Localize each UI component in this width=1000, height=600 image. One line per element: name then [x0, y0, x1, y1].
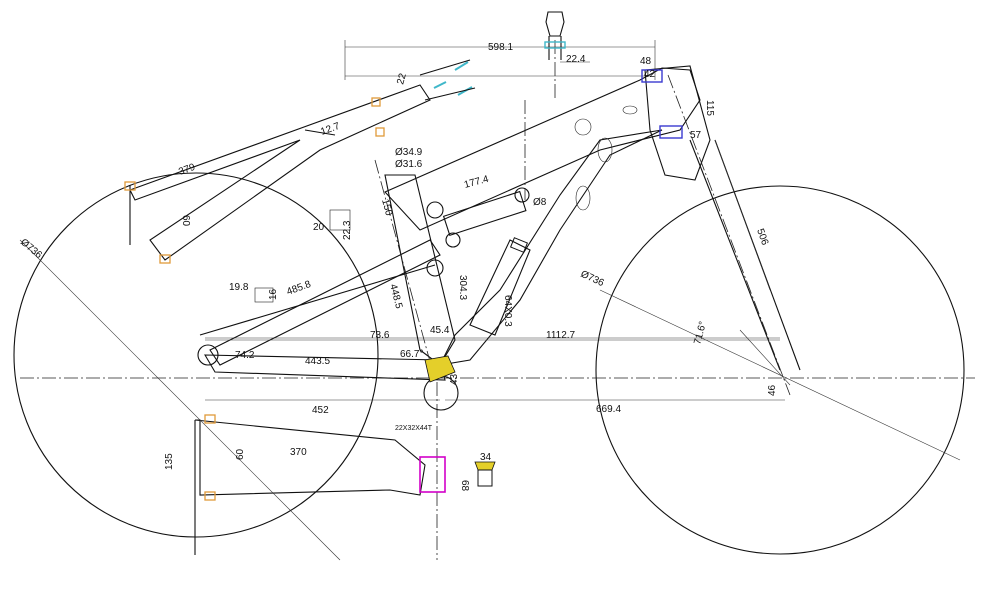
seat-clamp-cyan	[544, 41, 566, 49]
dim-506: 506	[754, 227, 770, 247]
headset-top-blue	[641, 69, 663, 83]
headset-bottom-blue	[659, 125, 683, 139]
head-tube	[644, 65, 711, 181]
dim-34: 34	[480, 452, 492, 463]
seatstay-topview	[129, 84, 431, 261]
dim-485-8: 485.8	[285, 279, 313, 298]
water-bottle	[469, 239, 531, 336]
dim-43: 43	[449, 373, 460, 385]
dim-22-3: 22.3	[342, 220, 353, 240]
dim-74-2: 74.2	[235, 350, 255, 361]
cs-bb-yellow	[474, 461, 496, 471]
dim-22-4: 22.4	[566, 54, 586, 65]
frame-hole-4	[622, 105, 638, 115]
dim-304-3: 304.3	[457, 275, 468, 300]
lower-pivot	[426, 259, 444, 277]
dim-57: 57	[690, 130, 702, 141]
dim-60-top: 60	[180, 215, 191, 227]
dim-48: 48	[640, 56, 652, 67]
dim-dia-8: Ø8	[533, 197, 547, 208]
seat-tube	[384, 174, 456, 366]
rear-axle	[197, 344, 219, 366]
dim-dia-31-6: Ø31.6	[395, 159, 423, 170]
dim-443-5: 443.5	[305, 356, 330, 367]
dim-dia-736-right: Ø736	[579, 269, 606, 289]
dim-19-8: 19.8	[229, 282, 249, 293]
rocker-pivot	[426, 201, 444, 219]
rear-wheel	[13, 172, 379, 538]
fork-length-dim	[714, 139, 771, 291]
dim-115: 115	[704, 100, 715, 116]
dim-12-7: 12.7	[319, 121, 341, 138]
dim-42: 42	[644, 69, 656, 80]
ss-orange-4	[375, 127, 385, 137]
dim-68: 68	[459, 480, 470, 492]
cs-bb-magenta	[419, 456, 446, 493]
cs-bb-cup	[477, 469, 493, 487]
dim-20: 20	[313, 222, 325, 233]
ss-cyan-1	[454, 61, 469, 71]
tube-box-20	[329, 209, 351, 231]
shock-mount-bottom	[445, 232, 461, 248]
shock-mount-top	[514, 187, 530, 203]
dim-16: 16	[268, 288, 279, 300]
dim-177-4: 177.4	[463, 174, 490, 191]
bottle-cap	[509, 237, 529, 253]
chainstay-topview	[194, 419, 426, 496]
dim-669-4: 669.4	[596, 404, 621, 415]
rear-shock	[442, 190, 527, 237]
tube-box-16	[254, 287, 274, 303]
frame-hole-1	[574, 118, 592, 136]
dim-448-5: 448.5	[387, 283, 404, 310]
dim-71-6: 71.6°	[692, 320, 709, 346]
rear-wheel-diag	[19, 239, 341, 561]
ss-link-1	[419, 59, 471, 76]
dim-46: 46	[767, 384, 778, 396]
bb-shell-yellow	[424, 355, 456, 383]
steering-axis	[667, 74, 791, 396]
cs-dropout-orange-1	[204, 414, 216, 424]
ss-cyan-3	[433, 81, 447, 89]
reach-diag-dim	[599, 289, 961, 461]
ss-orange-3	[371, 97, 381, 107]
saddle-icon	[545, 11, 565, 37]
cs-dropout-orange-2	[204, 491, 216, 501]
chain-stay	[204, 354, 446, 381]
dim-379: 379	[177, 162, 197, 178]
dim-66-7: 66.7°	[400, 349, 423, 360]
frame-hole-3	[575, 185, 591, 211]
seat-stay	[209, 239, 441, 366]
dim-22x32x44t: 22X32X44T	[395, 425, 433, 432]
dim-dia-736-left: Ø736	[18, 237, 44, 261]
top-tube	[384, 67, 701, 231]
dim-370: 370	[290, 447, 307, 458]
dim-598-1: 598.1	[488, 42, 513, 53]
frame-hole-2	[597, 137, 613, 163]
dim-1112-7: 1112.7	[546, 330, 576, 341]
ss-cyan-2	[457, 86, 473, 96]
ss-dropout-orange-2	[159, 254, 171, 264]
seatstay-topview-bridge	[304, 129, 336, 136]
dim-150: 150	[379, 198, 394, 217]
dim-452: 452	[312, 405, 329, 416]
dim-73-6: 73.6	[370, 330, 390, 341]
rear-triangle-upper	[199, 264, 436, 336]
fork-left	[689, 139, 781, 371]
dim-22: 22	[395, 72, 409, 86]
dim-dia-34-9: Ø34.9	[395, 147, 423, 158]
ss-dropout-orange-1	[124, 181, 136, 191]
ss-link-2	[424, 87, 476, 101]
front-wheel	[595, 185, 965, 555]
dim-135: 135	[164, 453, 175, 470]
seat-tube-axis	[374, 159, 436, 381]
dim-60-bottom: 60	[235, 448, 246, 460]
dim-45-4: 45.4	[430, 325, 450, 336]
dim-64x0-3: 64X0.3	[502, 295, 513, 327]
